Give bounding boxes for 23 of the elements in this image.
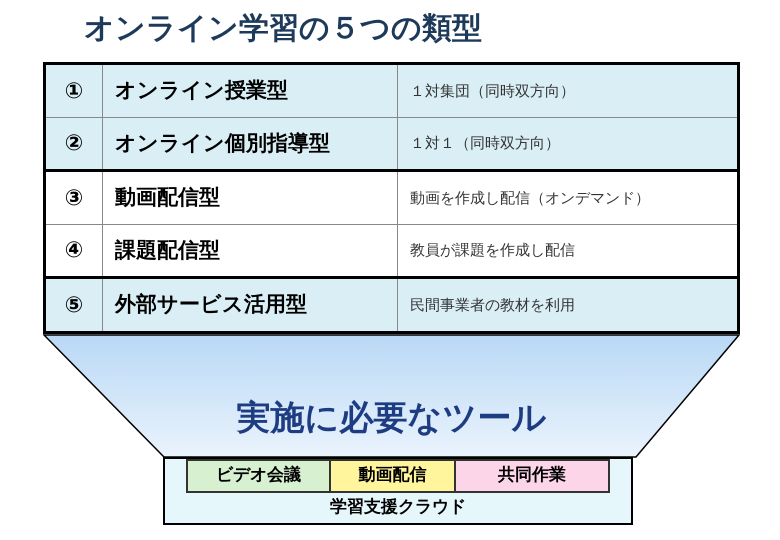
type-name: 動画配信型 <box>115 184 220 212</box>
row-number: ② <box>64 130 84 158</box>
type-description: 教員が課題を作成し配信 <box>410 240 575 262</box>
type-description: 民間事業者の教材を利用 <box>410 294 575 316</box>
type-description: １対集団（同時双方向） <box>410 80 575 102</box>
row-number: ④ <box>64 237 84 265</box>
type-name: オンライン授業型 <box>115 77 288 104</box>
platform-box <box>163 457 633 525</box>
type-name: 外部サービス活用型 <box>115 291 307 318</box>
platform-label: 学習支援クラウド <box>330 496 466 519</box>
tool-box: 動画配信 <box>329 459 456 493</box>
row-number: ⑤ <box>64 292 84 320</box>
tool-box: ビデオ会議 <box>186 459 331 493</box>
type-name: オンライン個別指導型 <box>115 130 330 157</box>
type-name: 課題配信型 <box>115 236 220 264</box>
type-description: １対１（同時双方向） <box>410 133 560 154</box>
funnel-trapezoid <box>43 334 740 458</box>
tool-box: 共同作業 <box>454 459 610 493</box>
row-number: ③ <box>64 184 84 212</box>
funnel-heading: 実施に必要なツール <box>236 397 546 440</box>
title: オンライン学習の５つの類型 <box>84 10 482 48</box>
type-description: 動画を作成し配信（オンデマンド） <box>410 188 650 209</box>
row-number: ① <box>64 78 84 106</box>
